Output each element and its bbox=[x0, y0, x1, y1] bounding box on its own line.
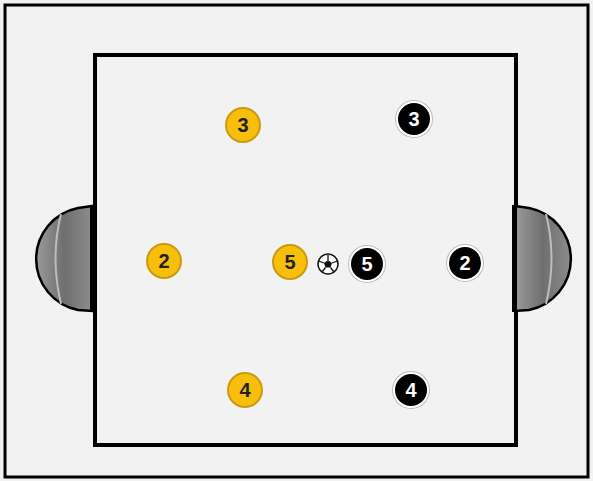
player-number: 5 bbox=[361, 254, 372, 274]
goal-net bbox=[56, 214, 62, 304]
player-number: 3 bbox=[237, 115, 248, 135]
player-marker: 2 bbox=[447, 245, 483, 281]
right-goal bbox=[515, 206, 571, 311]
player-marker: 4 bbox=[227, 372, 263, 408]
field-boundary bbox=[95, 55, 516, 445]
player-number: 5 bbox=[284, 252, 295, 272]
player-number: 4 bbox=[239, 380, 250, 400]
player-number: 2 bbox=[158, 251, 169, 271]
left-goal bbox=[36, 206, 92, 311]
player-marker: 4 bbox=[393, 372, 429, 408]
player-marker: 5 bbox=[349, 246, 385, 282]
soccer-ball bbox=[318, 254, 338, 274]
player-marker: 2 bbox=[146, 243, 182, 279]
player-marker: 3 bbox=[396, 101, 432, 137]
goal-net bbox=[546, 214, 552, 304]
goal-post bbox=[512, 205, 517, 312]
player-number: 4 bbox=[405, 380, 416, 400]
goal-post bbox=[90, 205, 95, 312]
player-marker: 3 bbox=[225, 107, 261, 143]
outer-border bbox=[5, 5, 588, 477]
player-number: 2 bbox=[459, 253, 470, 273]
player-number: 3 bbox=[408, 109, 419, 129]
player-marker: 5 bbox=[272, 244, 308, 280]
